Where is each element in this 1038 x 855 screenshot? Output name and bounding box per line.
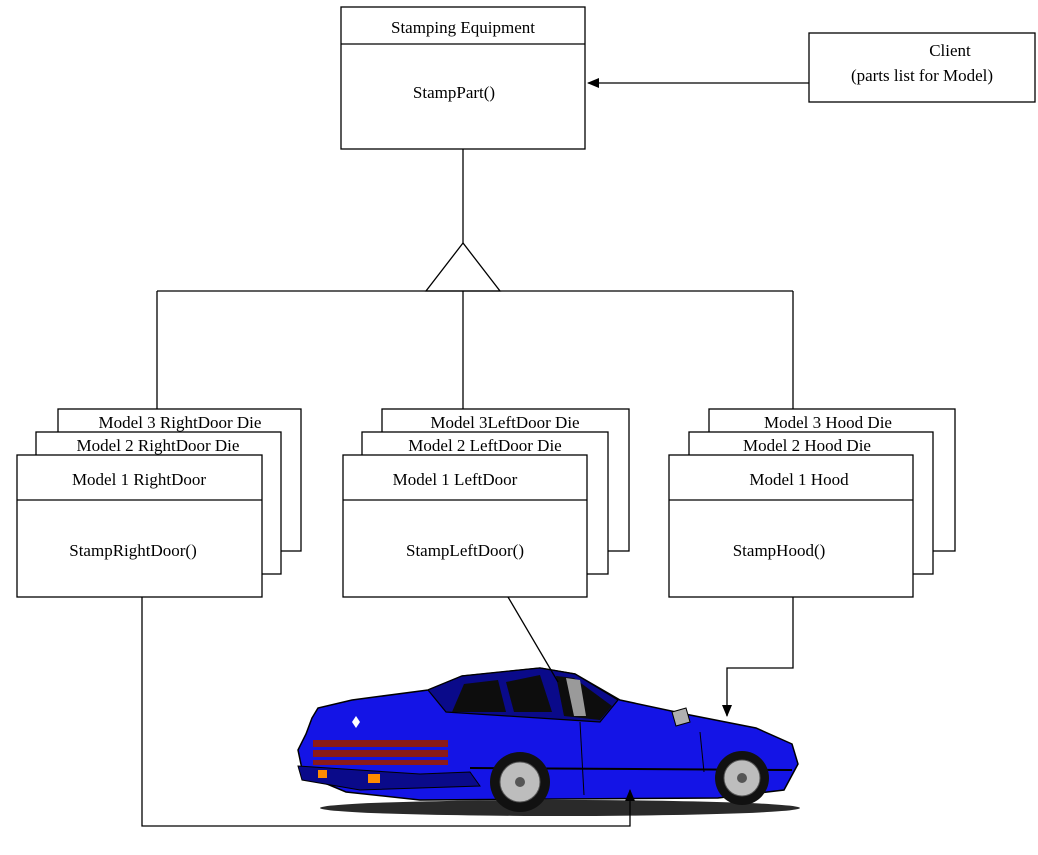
inheritance-connector (156, 149, 794, 455)
left-door-die-stack: Model 3LeftDoor Die Model 2 LeftDoor Die… (342, 408, 630, 598)
client-title: Client (929, 41, 971, 60)
hood-die-stack: Model 3 Hood Die Model 2 Hood Die Model … (668, 408, 956, 598)
model-1-left-door-class (342, 454, 588, 598)
model-1-hood-operation: StampHood() (733, 541, 826, 560)
model-1-right-door-class (16, 454, 263, 598)
die-to-car-connectors (141, 596, 794, 827)
stamping-equipment-operation: StampPart() (413, 83, 495, 102)
client-box: Client (parts list for Model) (808, 32, 1036, 103)
car-icon (297, 667, 800, 816)
model-2-right-door-die-label: Model 2 RightDoor Die (77, 436, 240, 455)
model-3-right-door-die-label: Model 3 RightDoor Die (99, 413, 262, 432)
model-1-right-door-title: Model 1 RightDoor (72, 470, 206, 489)
model-3-left-door-die-label: Model 3LeftDoor Die (430, 413, 579, 432)
model-1-hood-class (668, 454, 914, 598)
model-1-left-door-operation: StampLeftDoor() (406, 541, 524, 560)
model-3-hood-die-label: Model 3 Hood Die (764, 413, 892, 432)
model-1-left-door-title: Model 1 LeftDoor (393, 470, 518, 489)
model-1-hood-title: Model 1 Hood (749, 470, 849, 489)
model-1-right-door-operation: StampRightDoor() (69, 541, 197, 560)
client-subtitle: (parts list for Model) (851, 66, 993, 85)
model-2-hood-die-label: Model 2 Hood Die (743, 436, 871, 455)
stamping-equipment-title: Stamping Equipment (391, 18, 535, 37)
right-door-die-stack: Model 3 RightDoor Die Model 2 RightDoor … (16, 408, 302, 598)
model-2-left-door-die-label: Model 2 LeftDoor Die (408, 436, 561, 455)
stamping-equipment-class: Stamping Equipment StampPart() (340, 6, 586, 150)
